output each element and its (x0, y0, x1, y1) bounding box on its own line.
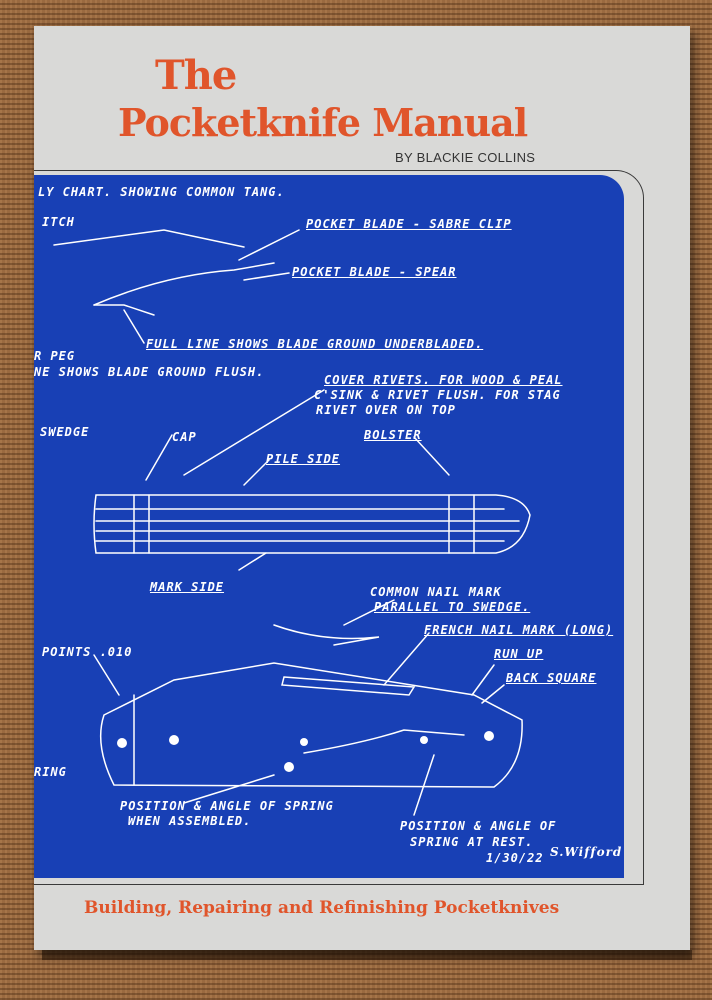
blueprint-illustration: LY CHART. SHOWING COMMON TANG. ITCH POCK… (34, 175, 624, 878)
leader-spring-assembled (183, 774, 275, 804)
book-title-line2: Pocketknife Manual (118, 100, 528, 145)
leader-nail-mark (343, 599, 395, 626)
leader-bolster (413, 436, 450, 476)
label-mark-side: MARK SIDE (150, 580, 225, 594)
leader-cap (145, 434, 173, 481)
label-line-flush: NE SHOWS BLADE GROUND FLUSH. (34, 365, 265, 379)
label-spring-assembled-1: POSITION & ANGLE OF SPRING (120, 799, 334, 813)
label-spring-left: RING (34, 765, 67, 779)
leader-french-nail (383, 632, 430, 686)
book-title-line1: The (155, 52, 237, 99)
label-spring-rest-2: SPRING AT REST. (410, 835, 534, 849)
book-shadow (42, 950, 692, 960)
leader-cover-rivets (183, 389, 325, 476)
knife-top-view (93, 494, 531, 554)
knife-side-view (99, 662, 523, 788)
book-subtitle: Building, Repairing and Refinishing Pock… (84, 898, 560, 918)
spring-line (303, 729, 465, 754)
label-signature: S.Wifford (550, 845, 623, 859)
blade-sketch-lower (93, 304, 155, 316)
cover-rule-top (34, 170, 610, 171)
label-nail-mark-2: PARALLEL TO SWEDGE. (374, 600, 531, 614)
nail-mark (273, 624, 380, 646)
label-pile-side: PILE SIDE (266, 452, 341, 466)
label-date: 1/30/22 (486, 851, 544, 865)
blade-sketch-top (53, 229, 245, 248)
label-chart: LY CHART. SHOWING COMMON TANG. (38, 185, 285, 199)
label-full-line: FULL LINE SHOWS BLADE GROUND UNDERBLADED… (146, 337, 484, 351)
label-swedge-left: SWEDGE (40, 425, 90, 439)
label-cover-rivets-3: RIVET OVER ON TOP (316, 403, 456, 417)
label-spring-rest-1: POSITION & ANGLE OF (400, 819, 557, 833)
label-cover-rivets-1: COVER RIVETS. FOR WOOD & PEAL (324, 373, 563, 387)
leader-sabre (238, 229, 300, 261)
label-back-square: BACK SQUARE (506, 671, 597, 685)
label-run-up: RUN UP (494, 647, 544, 661)
blueprint-drawing (53, 229, 531, 816)
label-r-peg: R PEG (34, 349, 76, 363)
label-cover-rivets-2: C'SINK & RIVET FLUSH. FOR STAG (314, 388, 561, 402)
leader-pile (243, 459, 270, 486)
label-spring-assembled-2: WHEN ASSEMBLED. (128, 814, 252, 828)
leader-mark (238, 552, 267, 571)
label-bolster: BOLSTER (364, 428, 422, 442)
leader-points (93, 654, 120, 696)
blade-sketch-spear (93, 262, 275, 306)
label-cap: CAP (172, 430, 197, 444)
label-french-nail: FRENCH NAIL MARK (LONG) (424, 623, 614, 637)
label-sabre-clip: POCKET BLADE - SABRE CLIP (306, 217, 512, 231)
book-author: BY BLACKIE COLLINS (395, 150, 536, 165)
label-spear: POCKET BLADE - SPEAR (292, 265, 457, 279)
label-pitch: ITCH (42, 215, 75, 229)
cover-rule-bottom (34, 884, 644, 885)
leader-spring-rest (413, 754, 435, 816)
leader-run-up (471, 664, 495, 696)
leader-back-square (481, 684, 505, 704)
label-nail-mark-1: COMMON NAIL MARK (370, 585, 502, 599)
leader-full-line (123, 309, 145, 344)
leader-spear (243, 272, 290, 281)
label-points: POINTS .010 (42, 645, 133, 659)
